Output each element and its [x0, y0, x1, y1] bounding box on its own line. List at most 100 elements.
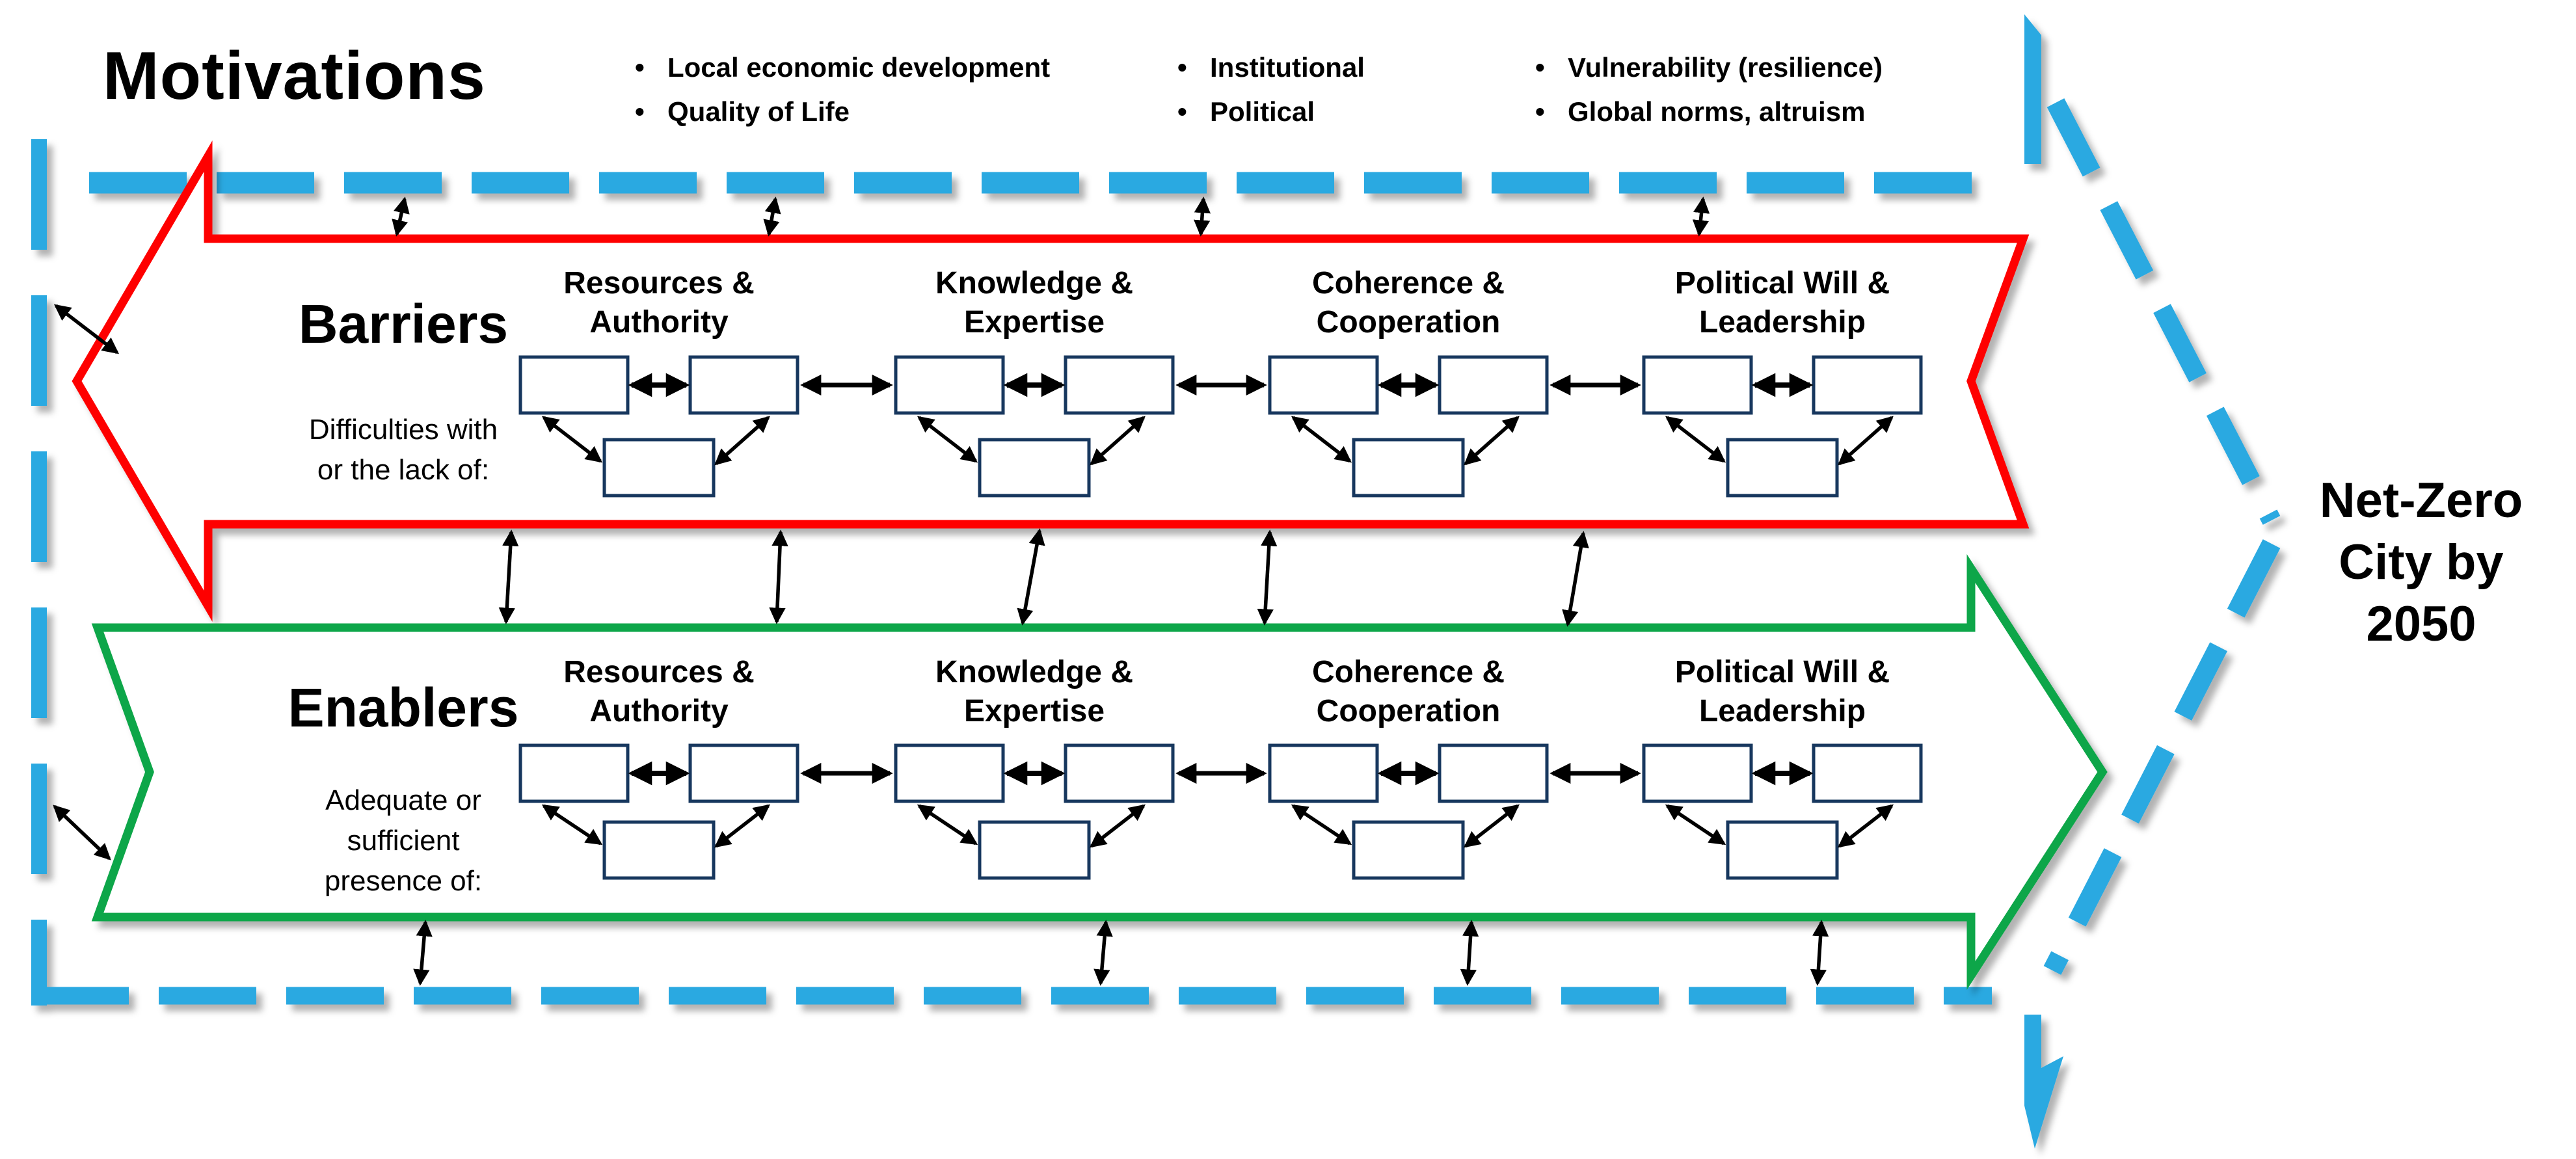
external-link-arrow	[53, 805, 111, 860]
box-link-arrow	[1464, 804, 1520, 848]
box-link-arrow	[1291, 804, 1352, 846]
enabler-frame-arrow	[413, 920, 433, 986]
factor-header-line: Resources &	[563, 655, 755, 689]
factor-header-line: Authority	[589, 694, 729, 728]
box-link-arrow	[1665, 416, 1726, 463]
factor-header-line: Knowledge &	[935, 266, 1133, 300]
box-link-arrow	[1291, 416, 1352, 463]
factor-box	[978, 438, 1091, 498]
box-link-arrow	[1090, 416, 1146, 466]
factor-header-line: Expertise	[963, 305, 1105, 340]
factor-box	[1642, 743, 1753, 803]
enablers-subtitle: Adequate or sufficient presence of:	[234, 780, 572, 901]
factor-box	[602, 438, 716, 498]
factor-cluster	[1268, 355, 1549, 498]
box-link-arrow	[917, 416, 978, 463]
barrier-enabler-arrow	[1017, 528, 1045, 626]
factor-box	[1268, 743, 1379, 803]
factor-box	[1726, 438, 1839, 498]
factor-header-line: Leadership	[1698, 694, 1866, 728]
barriers-subtitle-line: or the lack of:	[317, 454, 490, 486]
box-link-arrow	[1838, 416, 1894, 466]
motivation-bullet-group-1: Local economic development Quality of Li…	[630, 46, 1050, 134]
box-link-arrow	[714, 416, 770, 466]
factor-box	[978, 820, 1091, 880]
motivations-title: Motivations	[103, 38, 486, 114]
factor-header-line: Expertise	[963, 694, 1105, 728]
barrier-enabler-arrow	[769, 529, 788, 624]
factor-cluster	[518, 355, 799, 498]
motivation-item: Vulnerability (resilience)	[1530, 46, 1883, 90]
barrier-enabler-arrow	[1562, 531, 1589, 627]
box-link-arrow	[1090, 804, 1146, 848]
barriers-subtitle-line: Difficulties with	[308, 414, 498, 446]
factor-header: Coherence & Cooperation	[1252, 653, 1564, 731]
motivation-barrier-arrow	[1692, 196, 1710, 237]
factor-box	[688, 355, 799, 415]
goal-label: Net-Zero City by 2050	[2252, 470, 2576, 655]
factor-header: Political Will & Leadership	[1626, 653, 1939, 731]
frame-bottom-spike	[2024, 1015, 2063, 1149]
barrier-enabler-arrow	[498, 529, 519, 624]
enablers-subtitle-line: presence of:	[324, 865, 483, 897]
factor-header-line: Resources &	[563, 266, 755, 300]
factor-header: Knowledge & Expertise	[878, 653, 1190, 731]
goal-line: Net-Zero	[2319, 473, 2523, 528]
external-link-arrow	[53, 304, 120, 354]
motivation-item: Institutional	[1172, 46, 1365, 90]
factor-box	[1352, 438, 1465, 498]
factor-box	[518, 743, 630, 803]
motivation-bullet-group-3: Vulnerability (resilience) Global norms,…	[1530, 46, 1883, 134]
factor-box	[518, 355, 630, 415]
factor-header: Political Will &Leadership	[1626, 264, 1939, 342]
factor-cluster	[1268, 743, 1549, 880]
enabler-frame-arrow	[1810, 920, 1829, 986]
factor-cluster	[1642, 355, 1923, 498]
factor-box	[1438, 743, 1549, 803]
factor-box	[1268, 355, 1379, 415]
motivation-bullet-group-2: Institutional Political	[1172, 46, 1365, 134]
factor-header-line: Coherence &	[1311, 655, 1505, 689]
box-link-arrow	[917, 804, 978, 846]
motivation-item: Global norms, altruism	[1530, 90, 1883, 134]
box-link-arrow	[1838, 804, 1894, 848]
factor-header-line: Knowledge &	[935, 655, 1133, 689]
motivation-item: Political	[1172, 90, 1365, 134]
box-link-arrow	[541, 804, 603, 846]
barriers-title: Barriers	[298, 293, 509, 354]
factor-cluster	[894, 355, 1175, 498]
factor-box	[1726, 820, 1839, 880]
factor-box	[602, 820, 716, 880]
motivation-barrier-arrow	[1193, 196, 1211, 237]
factor-header: Resources & Authority	[503, 653, 815, 731]
enablers-subtitle-line: Adequate or	[325, 784, 481, 816]
factor-header-line: Cooperation	[1316, 305, 1501, 340]
box-link-arrow	[714, 804, 770, 848]
factor-box	[1064, 355, 1175, 415]
factor-box	[1812, 355, 1923, 415]
factor-box	[1642, 355, 1753, 415]
factor-header: Resources & Authority	[503, 264, 815, 342]
factor-box	[688, 743, 799, 803]
enabler-frame-arrow	[1093, 920, 1113, 986]
motivation-item: Local economic development	[630, 46, 1050, 90]
factor-header: Knowledge & Expertise	[878, 264, 1190, 342]
enabler-frame-arrow	[1460, 920, 1479, 986]
factor-header-line: Coherence &	[1311, 266, 1505, 300]
factor-box	[1438, 355, 1549, 415]
frame-top-spike	[2024, 14, 2041, 164]
factor-box	[1352, 820, 1465, 880]
enablers-title: Enablers	[288, 677, 519, 738]
motivation-item: Quality of Life	[630, 90, 1050, 134]
barrier-enabler-arrow	[1257, 529, 1278, 626]
enablers-subtitle-line: sufficient	[347, 825, 460, 857]
factor-box	[1812, 743, 1923, 803]
factor-header-line: Cooperation	[1316, 694, 1501, 728]
dashed-frame	[31, 14, 2281, 1149]
factor-header-line: Authority	[589, 305, 729, 340]
factor-cluster	[894, 743, 1175, 880]
factor-box	[1064, 743, 1175, 803]
factor-header-line: Political Will &	[1674, 655, 1890, 689]
